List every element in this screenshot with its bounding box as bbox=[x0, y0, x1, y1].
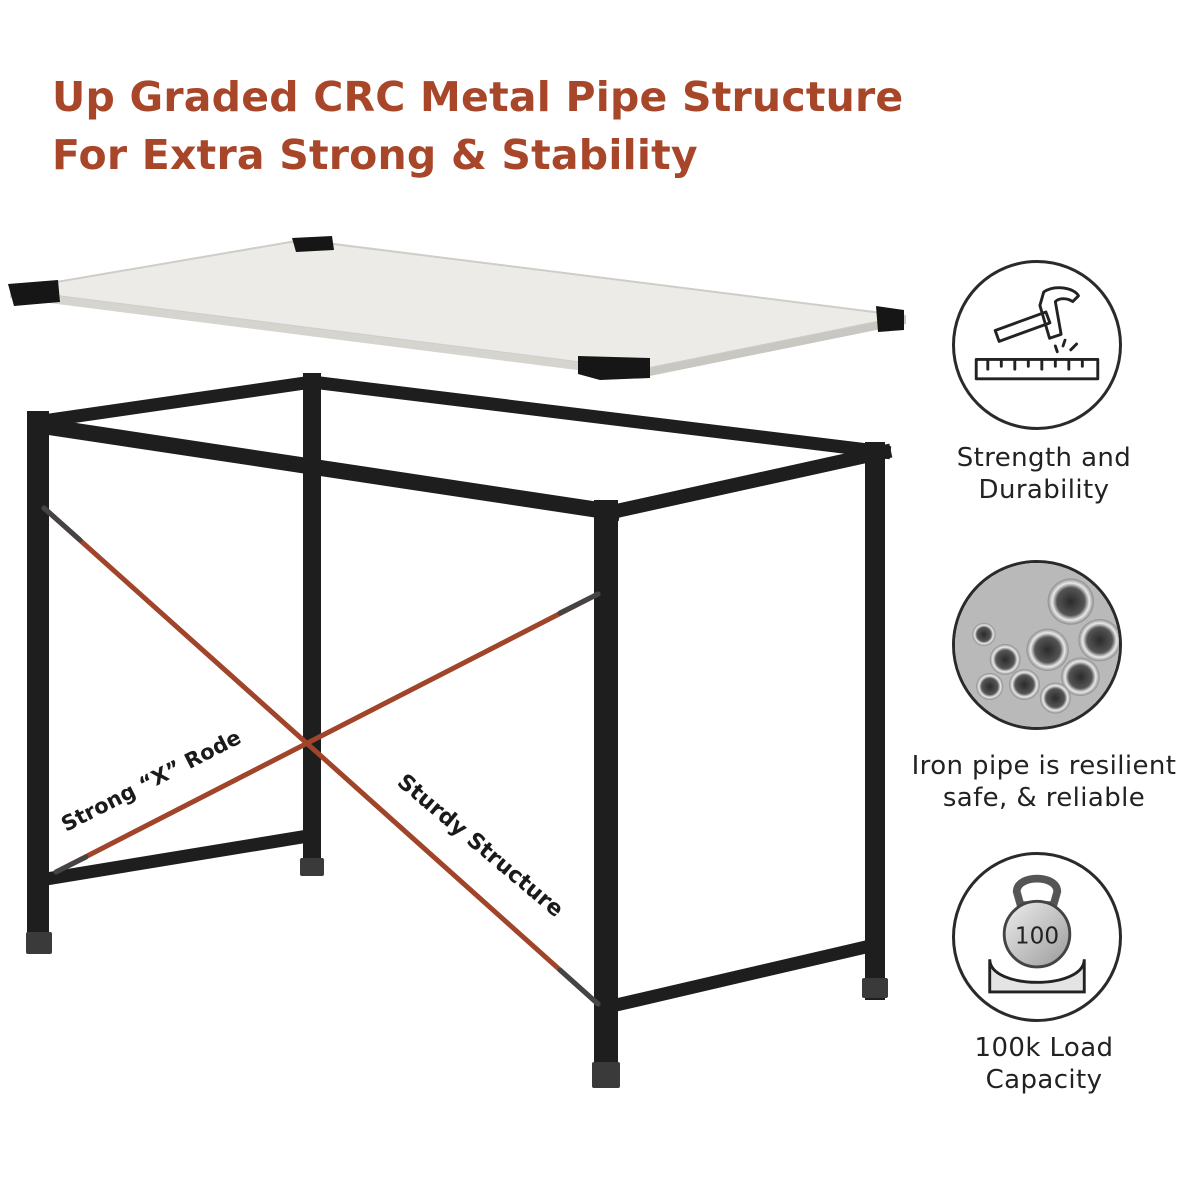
feature-strength: Strength and Durability bbox=[894, 258, 1194, 518]
x-rod-label: Strong “X” Rode bbox=[57, 725, 245, 836]
feature-load-capacity: 100 100k Load Capacity bbox=[894, 850, 1194, 1110]
feature-iron-pipe: Iron pipe is resilient safe, & reliable bbox=[894, 560, 1194, 820]
feature-iron-pipe-caption: Iron pipe is resilient safe, & reliable bbox=[911, 751, 1177, 813]
feature-load-capacity-caption: 100k Load Capacity bbox=[974, 1033, 1114, 1095]
kettlebell-icon: 100 bbox=[952, 852, 1122, 1022]
hammer-icon bbox=[952, 260, 1122, 430]
headline-line-1: Up Graded CRC Metal Pipe Structure bbox=[52, 73, 904, 121]
x-rods bbox=[41, 505, 601, 1007]
desk-feet bbox=[26, 858, 888, 1088]
weight-label: 100 bbox=[1015, 924, 1059, 950]
desk-illustration: Strong “X” Rode Sturdy Structure bbox=[8, 236, 907, 1088]
feature-strength-caption: Strength and Durability bbox=[956, 443, 1132, 505]
desk-tabletop bbox=[8, 236, 907, 380]
pipes-icon bbox=[952, 560, 1122, 730]
headline-line-2: For Extra Strong & Stability bbox=[52, 131, 698, 179]
desk-frame bbox=[26, 373, 893, 1080]
headline: Up Graded CRC Metal Pipe Structure For E… bbox=[52, 68, 903, 184]
